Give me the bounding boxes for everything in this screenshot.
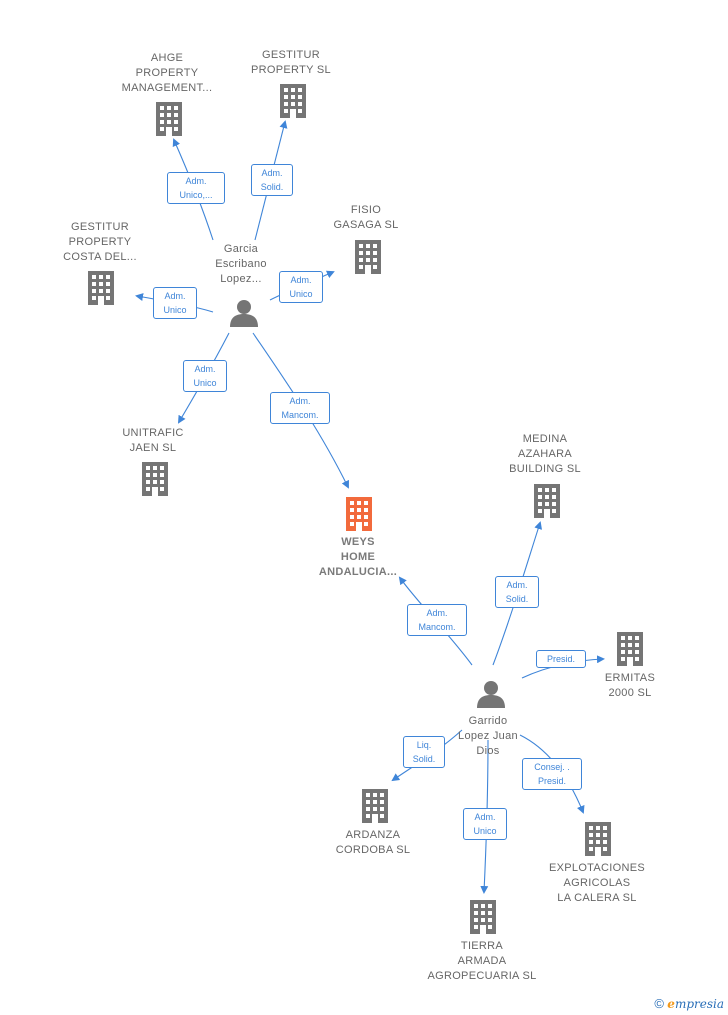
node-label-ermitas[interactable]: ERMITAS 2000 SL bbox=[604, 672, 656, 699]
node-label-ardanza[interactable]: ARDANZA CORDOBA SL bbox=[335, 829, 411, 856]
garrido-person-icon[interactable] bbox=[477, 681, 505, 708]
edge-label-garcia-weys: Adm. Mancom. bbox=[270, 392, 330, 424]
node-label-gestitur-sl[interactable]: GESTITUR PROPERTY SL bbox=[251, 49, 331, 76]
tierra-building-icon[interactable] bbox=[470, 900, 496, 934]
edge-label-garrido-explotaciones: Consej. . Presid. bbox=[522, 758, 582, 790]
node-label-garcia[interactable]: Garcia Escribano Lopez... bbox=[215, 243, 267, 285]
edge-label-garrido-ermitas: Presid. bbox=[536, 650, 586, 668]
edge-label-garcia-gestitur-costa: Adm. Unico bbox=[153, 287, 197, 319]
gestitur-sl-building-icon[interactable] bbox=[280, 84, 306, 118]
edge-label-garcia-gestitur-sl: Adm. Solid. bbox=[251, 164, 293, 196]
copyright-symbol: © bbox=[654, 996, 664, 1011]
edge-label-garrido-medina: Adm. Solid. bbox=[495, 576, 539, 608]
garcia-person-icon[interactable] bbox=[230, 300, 258, 327]
medina-building-icon[interactable] bbox=[534, 484, 560, 518]
node-label-garrido[interactable]: Garrido Lopez Juan Dios bbox=[458, 715, 518, 757]
node-label-gestitur-costa[interactable]: GESTITUR PROPERTY COSTA DEL... bbox=[63, 221, 137, 263]
weys-building-icon[interactable] bbox=[346, 497, 372, 531]
node-label-fisio[interactable]: FISIO GASAGA SL bbox=[333, 204, 399, 231]
edge-label-garrido-weys: Adm. Mancom. bbox=[407, 604, 467, 636]
ermitas-building-icon[interactable] bbox=[617, 632, 643, 666]
gestitur-costa-building-icon[interactable] bbox=[88, 271, 114, 305]
node-label-explotaciones[interactable]: EXPLOTACIONES AGRICOLAS LA CALERA SL bbox=[549, 862, 645, 904]
edge-label-garrido-ardanza: Liq. Solid. bbox=[403, 736, 445, 768]
node-label-ahge[interactable]: AHGE PROPERTY MANAGEMENT... bbox=[121, 52, 213, 94]
explotaciones-building-icon[interactable] bbox=[585, 822, 611, 856]
unitrafic-building-icon[interactable] bbox=[142, 462, 168, 496]
fisio-building-icon[interactable] bbox=[355, 240, 381, 274]
brand-logo-e: e bbox=[667, 997, 675, 1011]
ardanza-building-icon[interactable] bbox=[362, 789, 388, 823]
node-label-medina[interactable]: MEDINA AZAHARA BUILDING SL bbox=[509, 433, 581, 475]
node-label-weys[interactable]: WEYS HOME ANDALUCIA... bbox=[318, 536, 398, 578]
edge-label-garcia-fisio: Adm. Unico bbox=[279, 271, 323, 303]
footer-brand: © empresia bbox=[654, 996, 724, 1011]
edge-label-garcia-ahge: Adm. Unico,... bbox=[167, 172, 225, 204]
node-label-unitrafic[interactable]: UNITRAFIC JAEN SL bbox=[122, 427, 184, 454]
brand-logo-text: mpresia bbox=[674, 997, 724, 1011]
ahge-building-icon[interactable] bbox=[156, 102, 182, 136]
node-label-tierra[interactable]: TIERRA ARMADA AGROPECUARIA SL bbox=[427, 940, 537, 982]
edge-label-garcia-unitrafic: Adm. Unico bbox=[183, 360, 227, 392]
edge-label-garrido-tierra: Adm. Unico bbox=[463, 808, 507, 840]
